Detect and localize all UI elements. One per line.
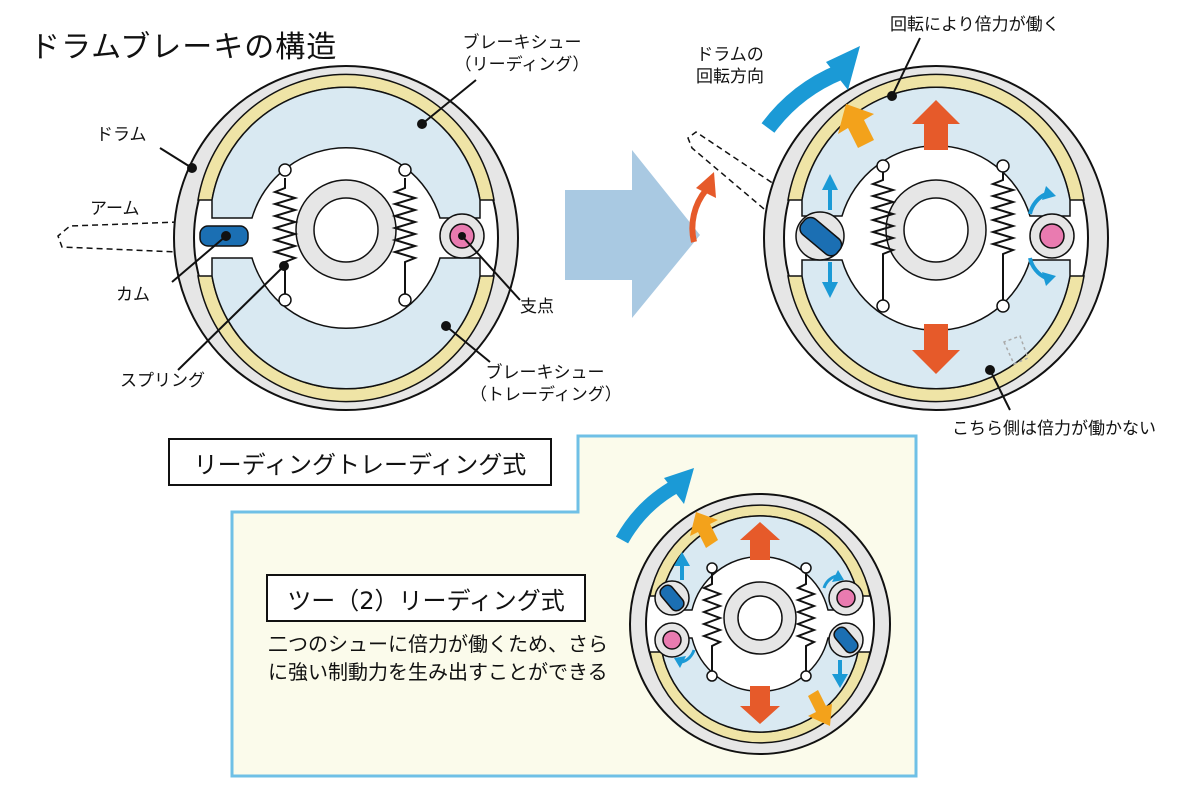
arm-push-arrow [689,188,709,243]
label-servo-not-works: こちら側は倍力が働かない [952,419,1156,439]
rotation-arrow [761,64,844,133]
leading-shoe [211,86,481,219]
label-trailing-shoe: ブレーキシュー （トレーディング） [470,362,622,406]
trailing-shoe [211,257,481,390]
label-drum: ドラム [96,125,147,145]
spring-left [271,178,299,300]
hub-inner [313,197,379,263]
arm-shape [57,221,179,253]
force-down-arrow [912,324,960,374]
right-drum-brake [687,37,1109,411]
servo-orange-arrow [838,104,874,148]
two-leading-title: ツー（2）リーディング式 [266,574,586,622]
label-rotation-direction: ドラムの 回転方向 [690,44,770,88]
label-leading-shoe: ブレーキシュー （リーディング） [452,32,592,76]
force-up-arrow [912,100,960,150]
two-leading-drum-brake [615,468,891,755]
label-arm: アーム [90,199,140,219]
page-title: ドラムブレーキの構造 [30,30,338,65]
label-rotation-line1: ドラムの [696,45,764,65]
arm-shape-tilted [687,131,781,215]
label-trailing-shoe-line2: （トレーディング） [470,385,622,405]
label-trailing-shoe-line1: ブレーキシュー [485,363,605,383]
leading-trailing-title: リーディングトレーディング式 [168,438,552,486]
label-leading-shoe-line1: ブレーキシュー [462,33,582,53]
left-drum-brake [57,65,521,411]
label-pivot: 支点 [520,297,554,317]
label-servo-works: 回転により倍力が働く [890,15,1060,35]
cam-push-down-arrow [822,262,838,298]
transition-arrow [565,150,700,318]
label-leading-shoe-line2: （リーディング） [454,55,590,75]
two-leading-description: 二つのシューに倍力が働くため、さらに強い制動力を生み出すことができる [268,632,608,684]
label-spring: スプリング [120,371,205,391]
label-rotation-line2: 回転方向 [696,67,764,87]
label-cam: カム [116,285,150,305]
cam-push-up-arrow [822,174,838,210]
cam-rotated [799,216,843,257]
spring-right [391,178,419,300]
